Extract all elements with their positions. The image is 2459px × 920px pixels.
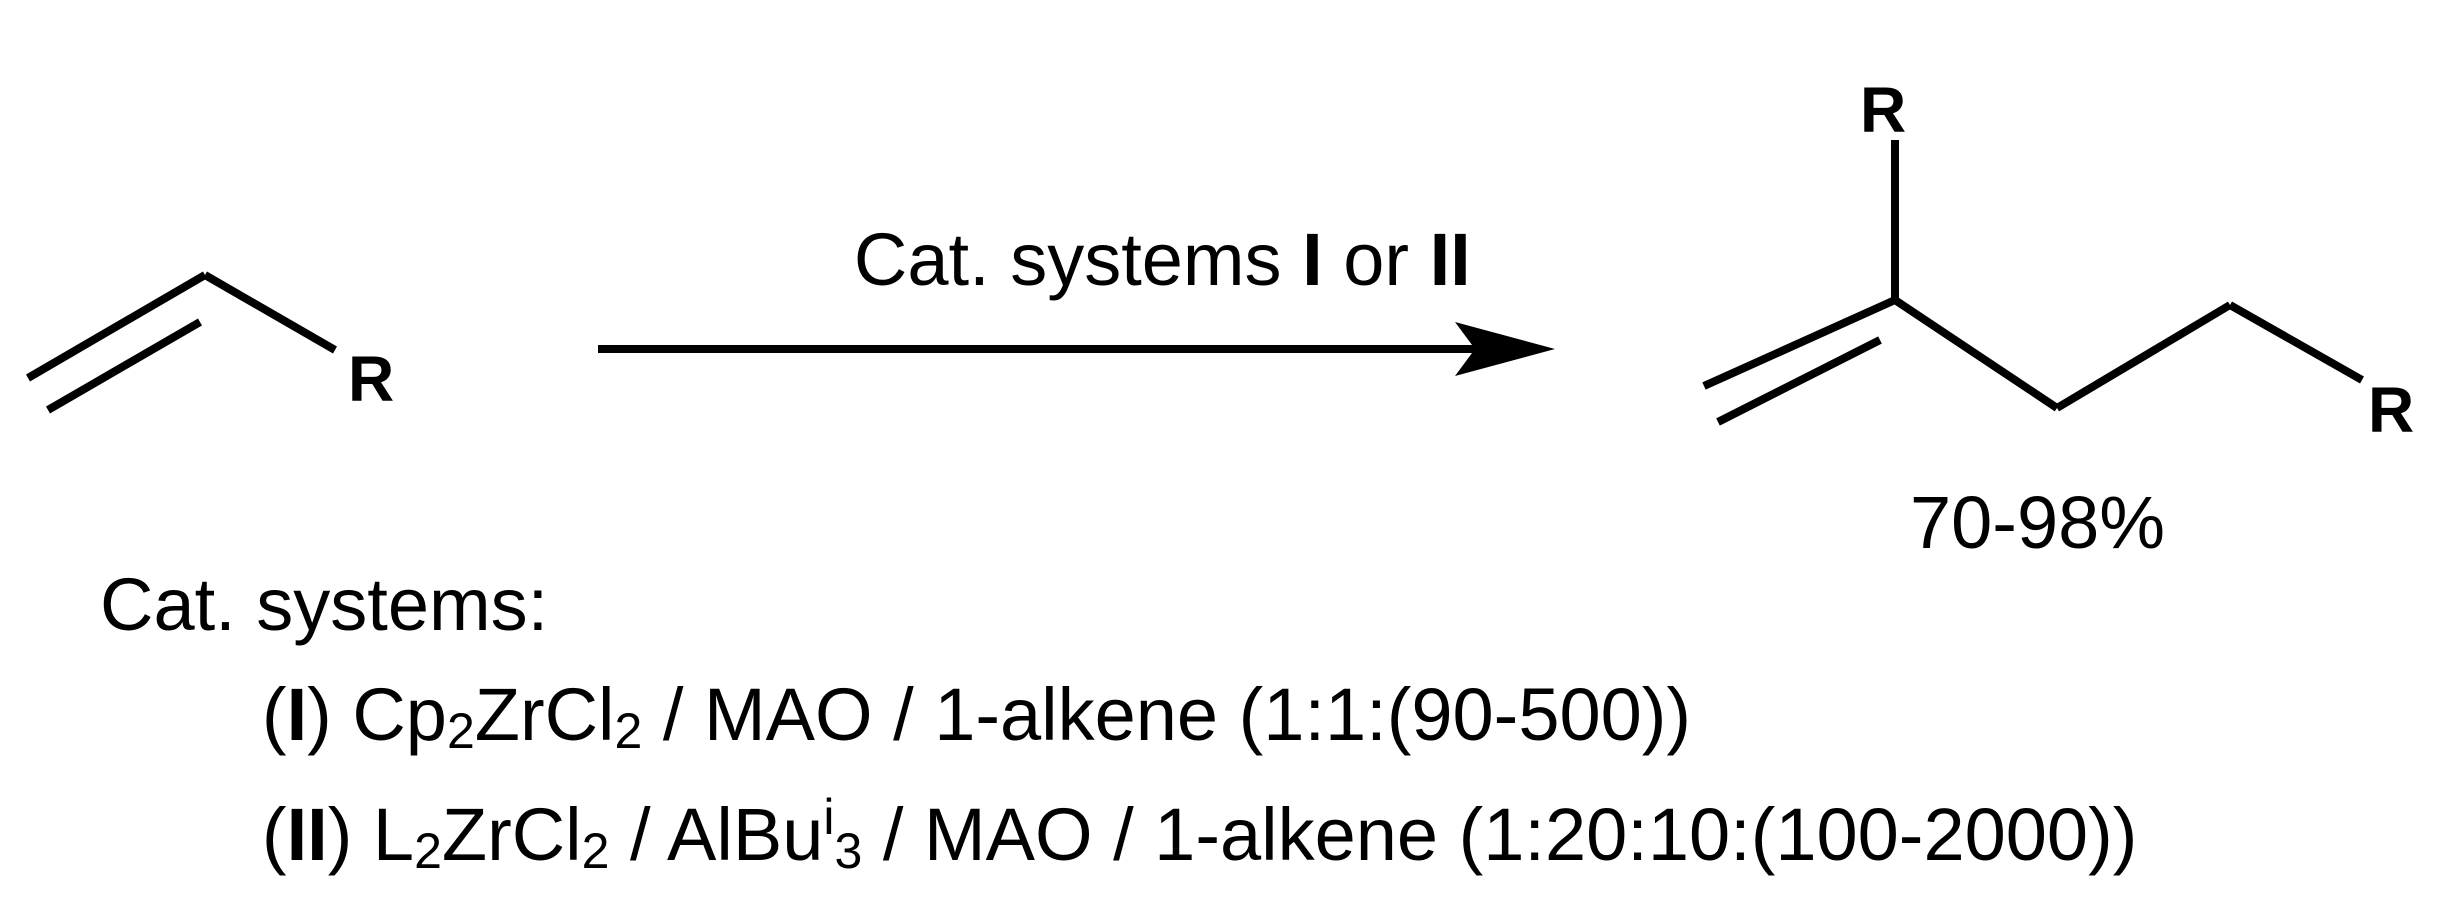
product-dimer: R R 70-98% (1702, 74, 2414, 564)
system-1-part-b-sub: 2 (615, 703, 643, 759)
legend-system-1: (I) Cp2ZrCl2 / MAO / 1-alkene (1:1:(90-5… (118, 673, 1794, 759)
reactant-double-bond-outer (25, 271, 208, 382)
arrow-catalyst-1: I (1302, 218, 1323, 301)
system-1-part-a: Cp (332, 673, 447, 756)
product-r-group-top: R (1860, 74, 1906, 146)
arrow-label-prefix: Cat. systems (854, 218, 1302, 301)
product-double-bond-outer (1702, 296, 1897, 390)
system-2-open-paren: ( (262, 793, 287, 876)
arrow-catalyst-2: II (1430, 218, 1471, 301)
system-1-part-c: / MAO / 1-alkene (1:1:(90-500)) (642, 673, 1691, 756)
system-2-part-c-sup: i (823, 789, 834, 845)
system-2-part-b-sub: 2 (582, 823, 610, 879)
product-r-group-right: R (2368, 374, 2414, 446)
system-2-part-c-sub: 3 (834, 823, 862, 879)
system-1-open-paren: ( (262, 673, 287, 756)
arrow-condition-label: Cat. systems I or II (710, 218, 1574, 301)
system-2-part-a: L (352, 793, 414, 876)
product-bond-2 (1892, 296, 2060, 412)
system-2-id: II (287, 793, 328, 876)
system-2-close-paren: ) (328, 793, 353, 876)
arrow-head (1455, 322, 1555, 376)
reactant-r-group: R (348, 343, 394, 415)
product-yield: 70-98% (1910, 481, 2165, 564)
product-bond-3 (2054, 301, 2233, 412)
system-2-part-a-sub: 2 (414, 823, 442, 879)
arrow-label-connector: or (1323, 218, 1430, 301)
system-1-id: I (287, 673, 308, 756)
reactant-single-bond (203, 271, 337, 354)
product-double-bond-inner (1716, 336, 1882, 426)
reaction-arrow: Cat. systems I or II (598, 218, 1574, 376)
legend-system-2: (II) L2ZrCl2 / AlBui3 / MAO / 1-alkene (… (118, 789, 2240, 879)
reactant-alkene: R (25, 271, 394, 415)
reactant-double-bond-inner (45, 318, 203, 414)
product-bond-4 (2228, 301, 2364, 384)
system-2-part-c: / AlBu (609, 793, 823, 876)
system-1-part-a-sub: 2 (447, 703, 475, 759)
system-2-part-d: / MAO / 1-alkene (1:20:10:(100-2000)) (862, 793, 2137, 876)
system-1-close-paren: ) (307, 673, 332, 756)
catalyst-legend: Cat. systems: (I) Cp2ZrCl2 / MAO / 1-alk… (100, 563, 2240, 879)
system-1-part-b: ZrCl (475, 673, 615, 756)
legend-heading: Cat. systems: (100, 563, 548, 646)
system-2-part-b: ZrCl (442, 793, 582, 876)
